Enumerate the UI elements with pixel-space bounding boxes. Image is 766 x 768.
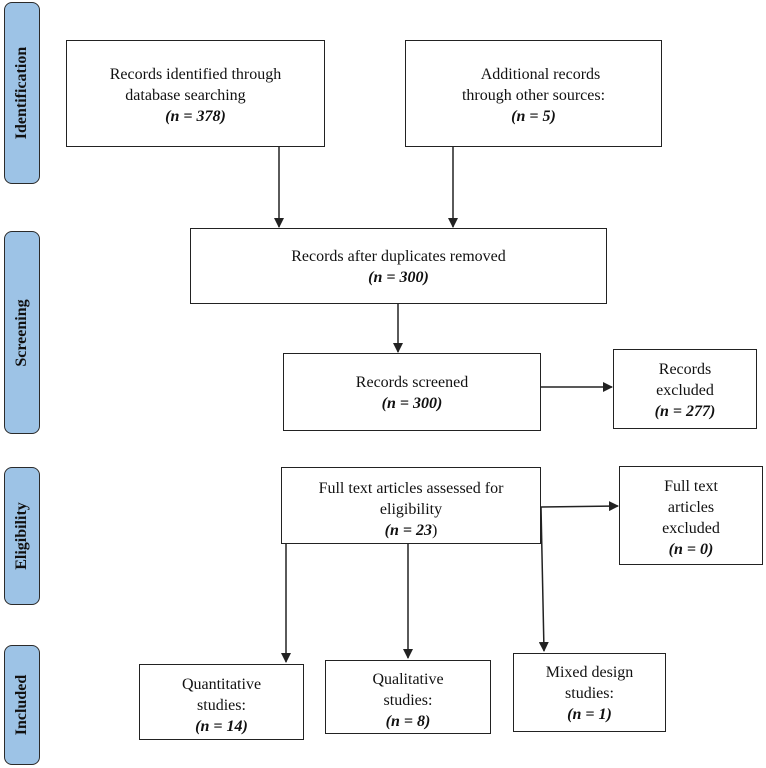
database-line1: Records identified through xyxy=(109,66,282,83)
box-duplicates-removed: Records after duplicates removed (n = 30… xyxy=(190,228,607,304)
other-count: (n = 5) xyxy=(511,108,556,125)
other-line1: Additional records xyxy=(480,66,601,83)
quant-count: (n = 14) xyxy=(195,718,248,735)
dedup-label: Records after duplicates removed xyxy=(291,248,506,265)
quant-line2: studies: xyxy=(197,697,246,714)
ft-excluded-count: (n = 0) xyxy=(668,541,714,558)
box-records-excluded: Records excluded (n = 277) xyxy=(613,349,757,429)
box-database-search: Records identified through database sear… xyxy=(66,40,325,147)
excluded-line2: excluded xyxy=(656,382,714,399)
fulltext-count-close: ) xyxy=(432,522,438,539)
screened-label: Records screened xyxy=(355,374,469,391)
qual-line2: studies: xyxy=(383,692,433,709)
ft-excluded-line2: articles xyxy=(667,499,715,516)
screened-count: (n = 300) xyxy=(381,395,443,412)
fulltext-count: (n = 23) xyxy=(282,520,540,541)
mixed-count: (n = 1) xyxy=(567,706,612,723)
box-quantitative: Quantitative studies: (n = 14) xyxy=(139,664,304,740)
qual-count: (n = 8) xyxy=(385,713,431,730)
phase-eligibility: Eligibility xyxy=(4,467,40,605)
box-fulltext-excluded: Full text articles excluded (n = 0) xyxy=(619,466,763,565)
fulltext-line1: Full text articles assessed for xyxy=(318,480,504,497)
mixed-line2: studies: xyxy=(565,685,614,702)
mixed-line1: Mixed design xyxy=(545,664,634,681)
phase-identification: Identification xyxy=(4,2,40,184)
phase-screening: Screening xyxy=(4,231,40,434)
arrow-fulltext-to-mixed xyxy=(538,506,549,652)
excluded-line1: Records xyxy=(658,361,712,378)
dedup-count: (n = 300) xyxy=(368,269,429,286)
database-count: (n = 378) xyxy=(165,108,226,125)
arrow-fulltext-to-excluded xyxy=(540,501,619,512)
qual-line1: Qualitative xyxy=(372,671,444,688)
fulltext-line2: eligibility xyxy=(379,501,443,518)
box-other-sources: Additional records through other sources… xyxy=(405,40,662,147)
database-line2: database searching xyxy=(125,87,246,104)
box-qualitative: Qualitative studies: (n = 8) xyxy=(325,660,491,734)
ft-excluded-line1: Full text xyxy=(664,478,718,495)
phase-included: Included xyxy=(4,645,40,765)
quant-line1: Quantitative xyxy=(181,676,262,693)
other-line2: through other sources: xyxy=(461,87,606,104)
box-mixed-design: Mixed design studies: (n = 1) xyxy=(513,653,666,732)
box-fulltext-assessed: Full text articles assessed for eligibil… xyxy=(281,467,541,544)
fulltext-count-value: (n = 23 xyxy=(384,522,432,539)
ft-excluded-line3: excluded xyxy=(662,520,720,537)
box-records-screened: Records screened (n = 300) xyxy=(283,353,541,431)
excluded-count: (n = 277) xyxy=(654,403,716,420)
